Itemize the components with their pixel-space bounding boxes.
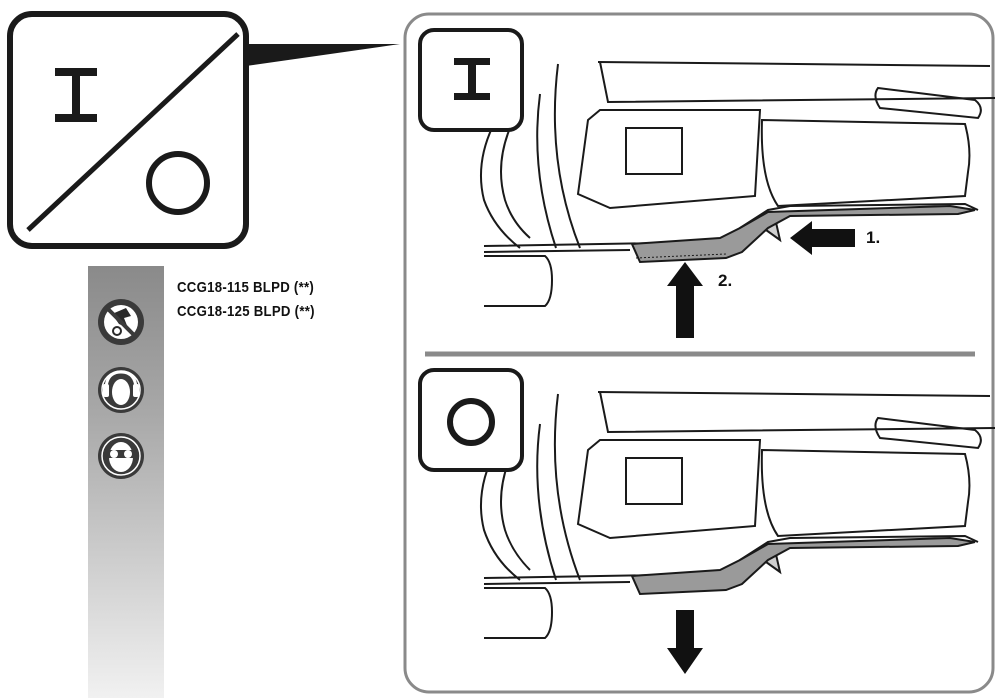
on-state-box	[418, 28, 524, 132]
slash-divider	[26, 32, 240, 232]
switch-lever-off	[630, 536, 976, 596]
step-2-label: 2.	[718, 271, 733, 290]
on-symbol-icon	[55, 68, 97, 122]
switch-symbol-box	[7, 11, 249, 249]
switch-lever-on	[630, 204, 976, 264]
off-symbol-icon	[146, 151, 210, 215]
lever-grip-texture	[635, 253, 727, 259]
eye-protection-icon	[98, 433, 144, 479]
callout-pointer	[246, 44, 400, 66]
step-1-label: 1.	[866, 228, 881, 247]
model-label-125: CCG18-125 BLPD (**)	[177, 303, 315, 320]
off-state-box	[418, 368, 524, 472]
release-down-arrow	[667, 610, 703, 674]
push-forward-arrow	[790, 221, 855, 255]
press-up-arrow	[667, 262, 703, 338]
no-contact-icon	[98, 299, 144, 345]
model-label-115: CCG18-115 BLPD (**)	[177, 279, 315, 296]
ear-protection-icon	[98, 367, 144, 413]
